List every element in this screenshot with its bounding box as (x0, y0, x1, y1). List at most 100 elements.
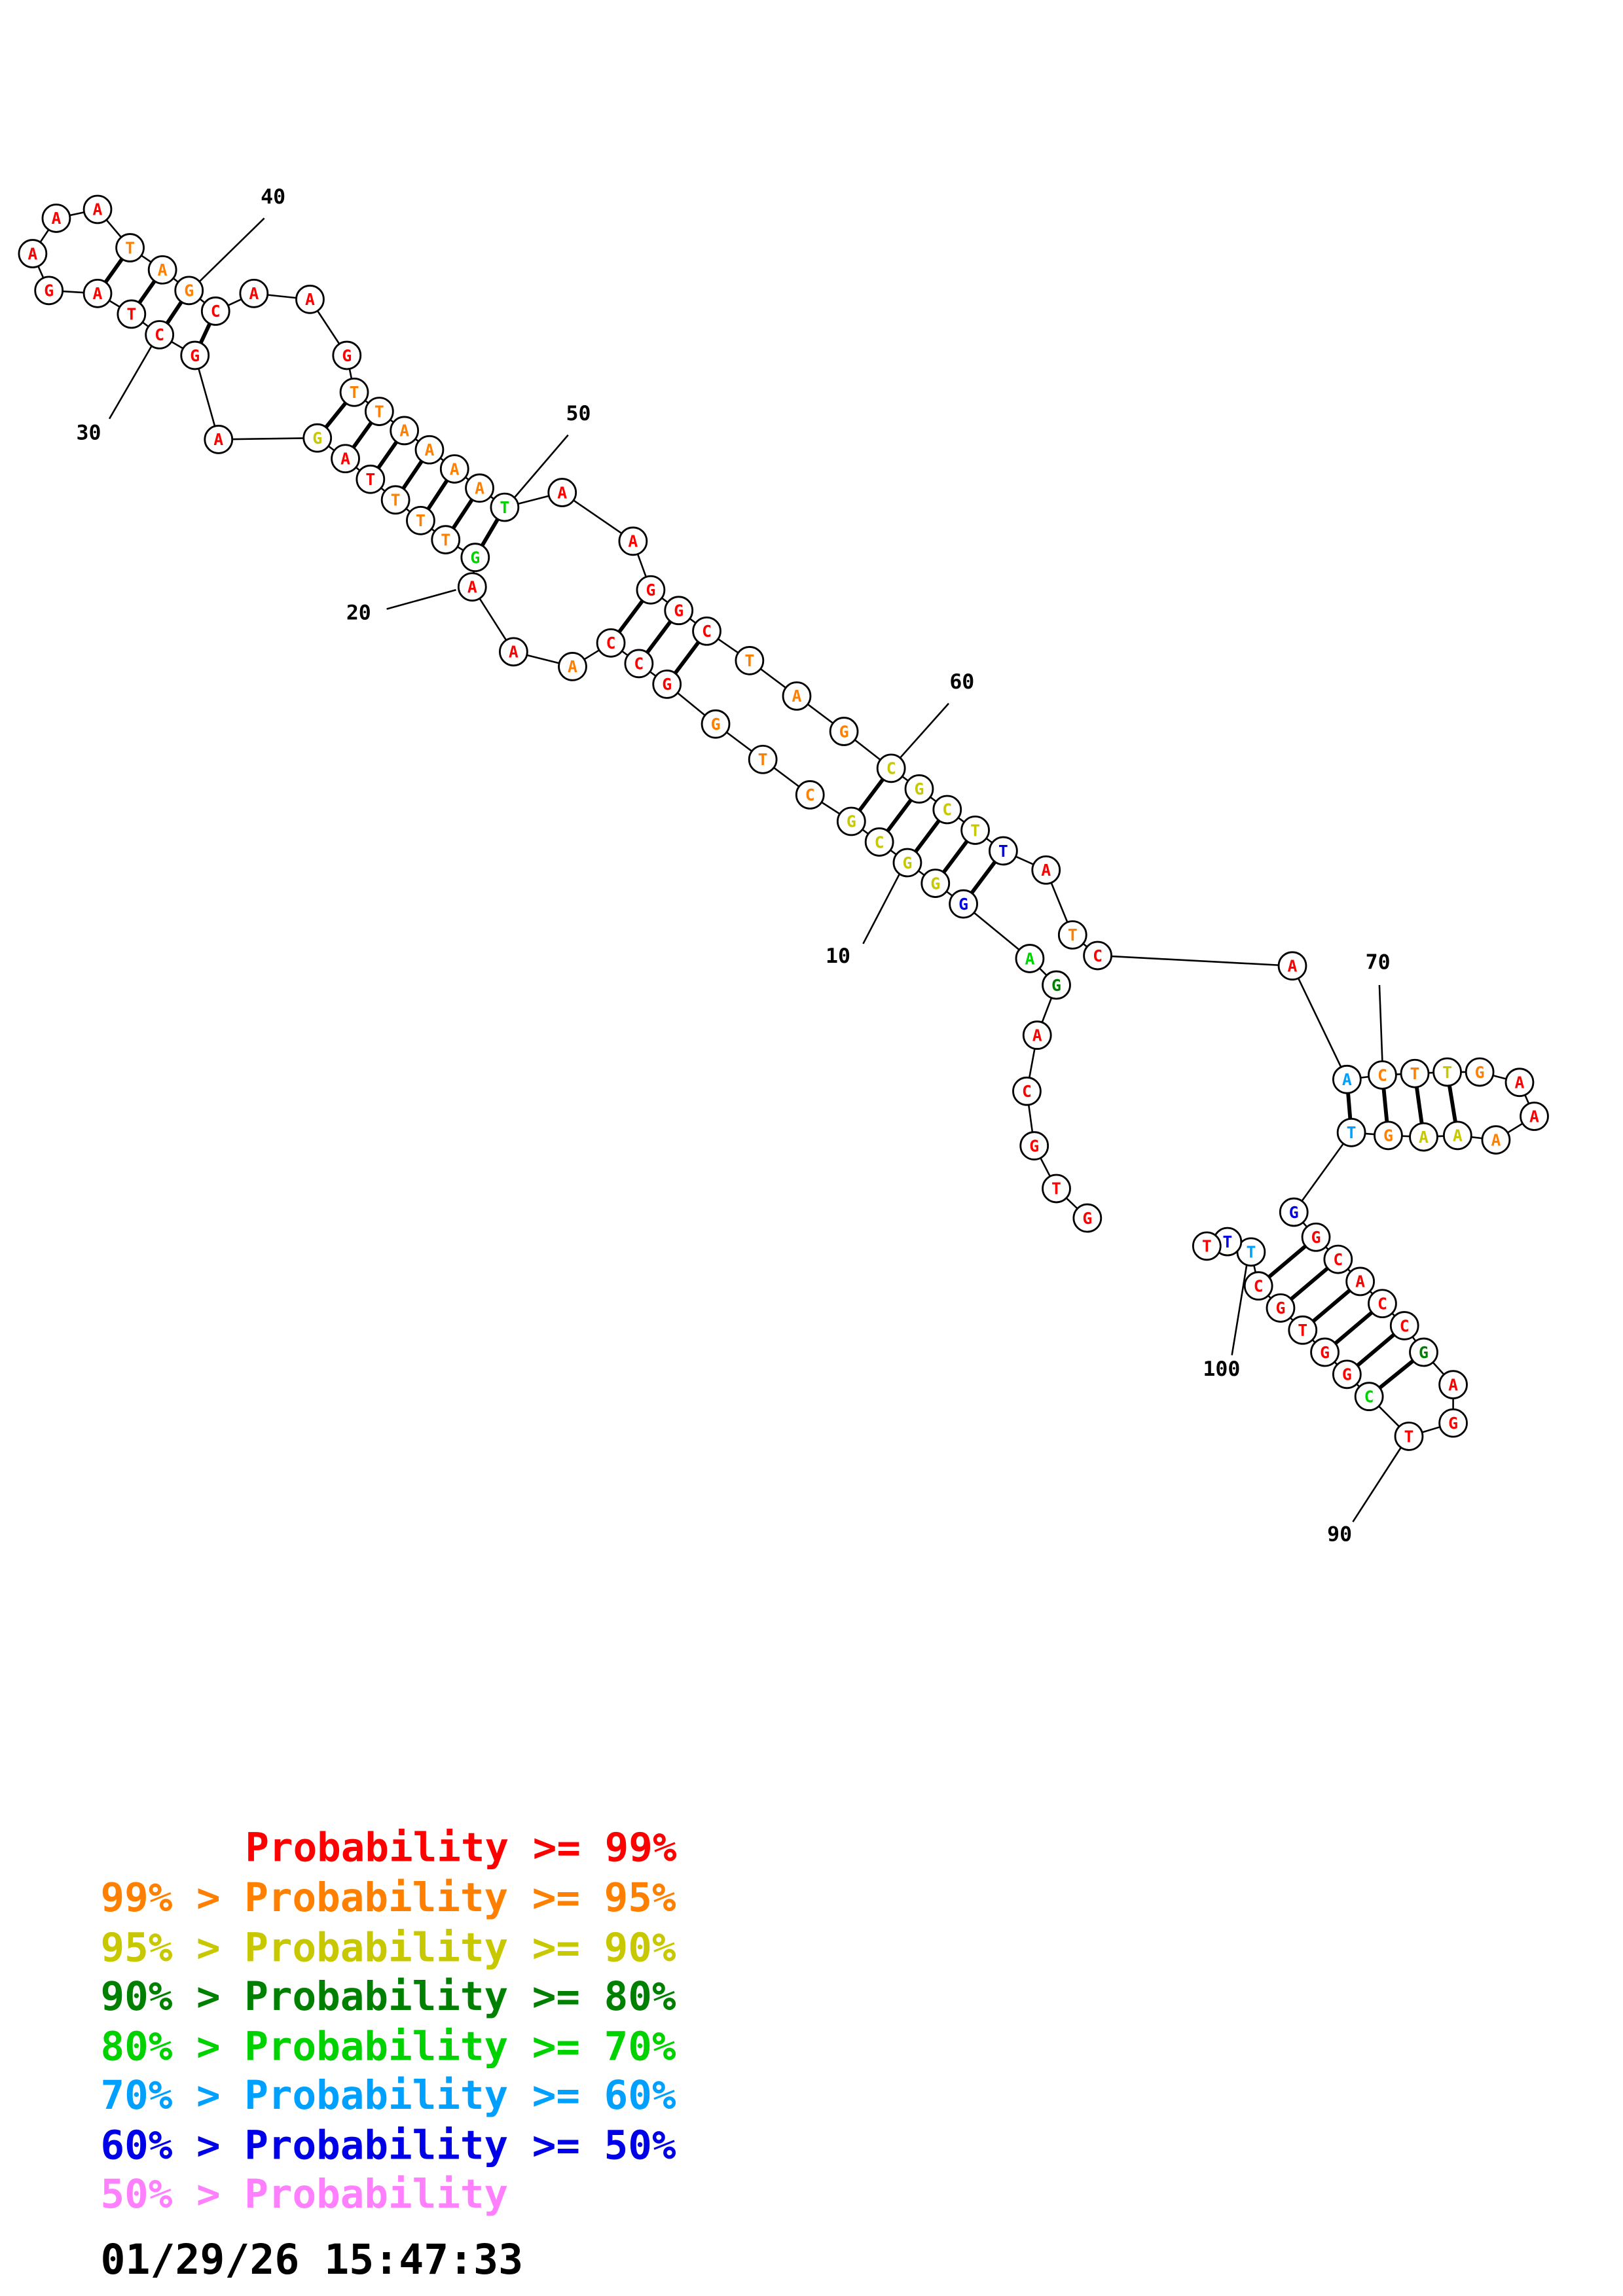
nucleotide: A (414, 435, 445, 465)
nucleotide-base: T (365, 470, 375, 489)
nucleotide-base: T (416, 511, 426, 530)
nucleotide-base: A (305, 290, 315, 309)
position-label-line (514, 434, 569, 498)
legend-line-low: 50% > Probability (101, 2172, 509, 2217)
nucleotide-base: T (500, 498, 509, 517)
nucleotide: C (1354, 1382, 1384, 1412)
nucleotide-circle (1301, 1222, 1331, 1252)
nucleotide: G (892, 848, 922, 878)
nucleotide-circle (836, 806, 866, 836)
nucleotide-base: A (475, 479, 484, 498)
nucleotide: T (735, 646, 765, 675)
nucleotide: A (457, 572, 487, 602)
nucleotide-base: A (792, 687, 802, 706)
nucleotide-base: A (213, 430, 223, 449)
nucleotide-base: T (125, 238, 135, 257)
nucleotide-circle (1277, 951, 1307, 981)
nucleotide: A (1438, 1370, 1468, 1399)
nucleotide-base: T (1068, 925, 1078, 944)
nucleotide-circle (115, 233, 145, 262)
nucleotide: A (1345, 1266, 1375, 1297)
nucleotide-circle (41, 204, 71, 233)
nucleotide-circle (200, 296, 230, 326)
nucleotide-base: G (190, 346, 200, 365)
position-label-line (197, 217, 265, 284)
nucleotide-circle (1031, 855, 1061, 885)
nucleotide-circle (82, 194, 113, 224)
nucleotide-base: A (158, 260, 168, 279)
backbone-segment (1097, 954, 1293, 967)
nucleotide: G (460, 543, 490, 573)
nucleotide-circle (1409, 1122, 1438, 1152)
position-label: 10 (826, 944, 850, 968)
nucleotide-base: G (1448, 1414, 1458, 1433)
nucleotide-circle (364, 397, 394, 426)
nucleotide-base: T (1298, 1321, 1307, 1340)
nucleotide: T (115, 233, 145, 262)
nucleotide-circle (331, 444, 360, 474)
nucleotide-circle (174, 276, 204, 306)
probability-legend: Probability >= 99% 99% > Probability >= … (101, 1825, 677, 2284)
nucleotide-circle (1520, 1102, 1549, 1131)
nucleotide-base: G (646, 581, 655, 600)
nucleotide-circle (457, 572, 487, 602)
nucleotide: A (1031, 855, 1061, 885)
nucleotide: G (1072, 1203, 1103, 1233)
nucleotide-circle (1279, 1197, 1309, 1227)
nucleotide: G (921, 869, 951, 898)
nucleotide-base: T (1222, 1232, 1232, 1251)
nucleotide-base: A (1032, 1026, 1042, 1045)
position-label: 100 (1203, 1357, 1240, 1381)
nucleotide-circle (652, 670, 682, 699)
nucleotide-base: T (1202, 1237, 1212, 1256)
backbone-segment (1293, 1132, 1353, 1213)
nucleotide-base: A (1355, 1272, 1365, 1291)
nucleotide: A (1481, 1125, 1511, 1155)
nucleotide-base: G (1289, 1203, 1299, 1222)
nucleotide: G (1301, 1222, 1331, 1252)
nucleotide: G (836, 806, 866, 836)
nucleotide-base: T (391, 491, 401, 510)
nucleotide: T (1336, 1117, 1366, 1147)
nucleotide: T (356, 464, 386, 494)
nucleotide: T (1042, 1174, 1071, 1204)
position-label: 30 (77, 421, 101, 444)
nucleotide-base: A (628, 532, 638, 551)
nucleotide: G (174, 276, 204, 306)
nucleotide: G (652, 670, 682, 699)
nucleotide-circle (1332, 1064, 1362, 1094)
nucleotide-base: T (1442, 1063, 1452, 1082)
nucleotide-circle (1409, 1337, 1438, 1367)
nucleotide: A (499, 637, 528, 667)
nucleotide-circle (356, 464, 386, 494)
nucleotide-base: C (155, 325, 164, 344)
nucleotide-base: T (758, 750, 768, 769)
nucleotide: C (596, 628, 626, 658)
nucleotide-circle (558, 652, 587, 681)
nucleotide-circle (1368, 1289, 1397, 1319)
nucleotide-base: T (1051, 1179, 1061, 1198)
nucleotide: T (490, 492, 520, 522)
nucleotide-base: T (970, 821, 980, 840)
nucleotide: C (1389, 1311, 1419, 1340)
nucleotide-circle (829, 717, 859, 746)
legend-line-90: 95% > Probability >= 90% (101, 1926, 676, 1971)
nucleotide-circle (989, 836, 1018, 866)
nucleotide: C (1323, 1244, 1353, 1274)
nucleotide-base: T (374, 402, 384, 421)
nucleotide-circle (1310, 1337, 1340, 1367)
nucleotide-base: A (27, 244, 37, 263)
nucleotide: T (1400, 1058, 1430, 1088)
nucleotide: C (692, 616, 721, 646)
nucleotide: C (1368, 1289, 1397, 1319)
nucleotide-circle (465, 473, 494, 503)
nucleotide: C (864, 827, 894, 857)
nucleotide-circle (332, 340, 362, 370)
nucleotide: G (636, 575, 666, 605)
nucleotide-circle (82, 278, 113, 308)
nucleotide-base: A (1491, 1130, 1501, 1149)
nucleotide-base: G (839, 722, 849, 741)
nucleotide-circle (547, 478, 577, 507)
nucleotide-base: C (1022, 1082, 1032, 1101)
